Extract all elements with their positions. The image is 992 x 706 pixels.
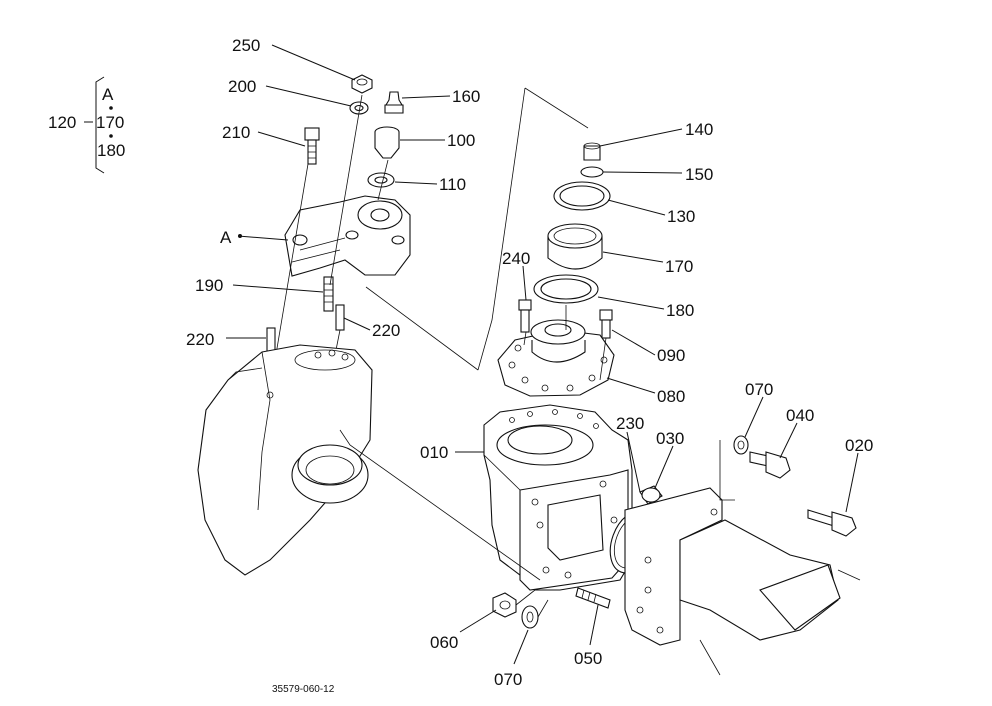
upper-bracket [284, 195, 411, 277]
label-010: 010 [420, 443, 448, 462]
plug-100 [374, 126, 400, 159]
cover-080 [497, 319, 615, 397]
assembly-key-brace [95, 76, 105, 174]
washer-070a [733, 435, 749, 455]
label-160: 160 [452, 87, 480, 106]
label-060: 060 [430, 633, 458, 652]
bolt-020 [807, 509, 857, 537]
leader-lines [226, 44, 859, 665]
assembly-key-marker: A [102, 85, 114, 104]
label-090: 090 [657, 346, 685, 365]
stud-050 [575, 587, 611, 609]
part-labels: 250 200 160 210 100 110 140 150 130 170 … [186, 36, 873, 689]
drawing-number: 35579-060-12 [272, 684, 335, 695]
label-050: 050 [574, 649, 602, 668]
washer-110 [367, 172, 395, 188]
label-240: 240 [502, 249, 530, 268]
assembly-key-member-2: 180 [97, 141, 125, 160]
assembly-key: 120 A 170 180 [48, 76, 125, 174]
nut-060 [492, 592, 517, 618]
label-020: 020 [845, 436, 873, 455]
label-150: 150 [685, 165, 713, 184]
label-080: 080 [657, 387, 685, 406]
grease-fitting-140 [583, 142, 601, 161]
lower-left-housing [197, 344, 373, 576]
label-110: 110 [439, 175, 466, 194]
motor-body [679, 519, 861, 676]
spacer-030 [639, 485, 663, 505]
label-180: 180 [666, 301, 694, 320]
label-030: 030 [656, 429, 684, 448]
bolt-090 [599, 309, 613, 339]
label-040: 040 [786, 406, 814, 425]
pin-190 [323, 276, 334, 312]
label-250: 250 [232, 36, 260, 55]
pin-220b [335, 304, 345, 331]
bolt-240 [518, 299, 532, 333]
label-130: 130 [667, 207, 695, 226]
ring-130 [553, 181, 611, 211]
housing-010 [483, 404, 633, 591]
assembly-key-code: 120 [48, 113, 76, 132]
washer-200 [349, 101, 369, 115]
assembly-key-member-1: 170 [96, 113, 124, 132]
label-100: 100 [447, 131, 475, 150]
nut-250 [351, 74, 373, 94]
bolt-040 [749, 451, 791, 479]
assembly-key-bullet-1 [109, 106, 113, 110]
callout-a-label: A [220, 228, 232, 247]
assembly-key-bullet-2 [109, 134, 113, 138]
grease-nipple-160 [384, 91, 404, 114]
label-140: 140 [685, 120, 713, 139]
label-210: 210 [222, 123, 250, 142]
label-070b: 070 [494, 670, 522, 689]
label-220b: 220 [372, 321, 400, 340]
bushing-170 [547, 223, 603, 270]
label-170: 170 [665, 257, 693, 276]
label-220a: 220 [186, 330, 214, 349]
bolt-210 [304, 127, 320, 165]
label-070a: 070 [745, 380, 773, 399]
washer-070b [521, 605, 539, 629]
label-230: 230 [616, 414, 644, 433]
o-ring-150 [580, 166, 604, 178]
label-200: 200 [228, 77, 256, 96]
ring-180 [533, 274, 599, 304]
label-190: 190 [195, 276, 223, 295]
